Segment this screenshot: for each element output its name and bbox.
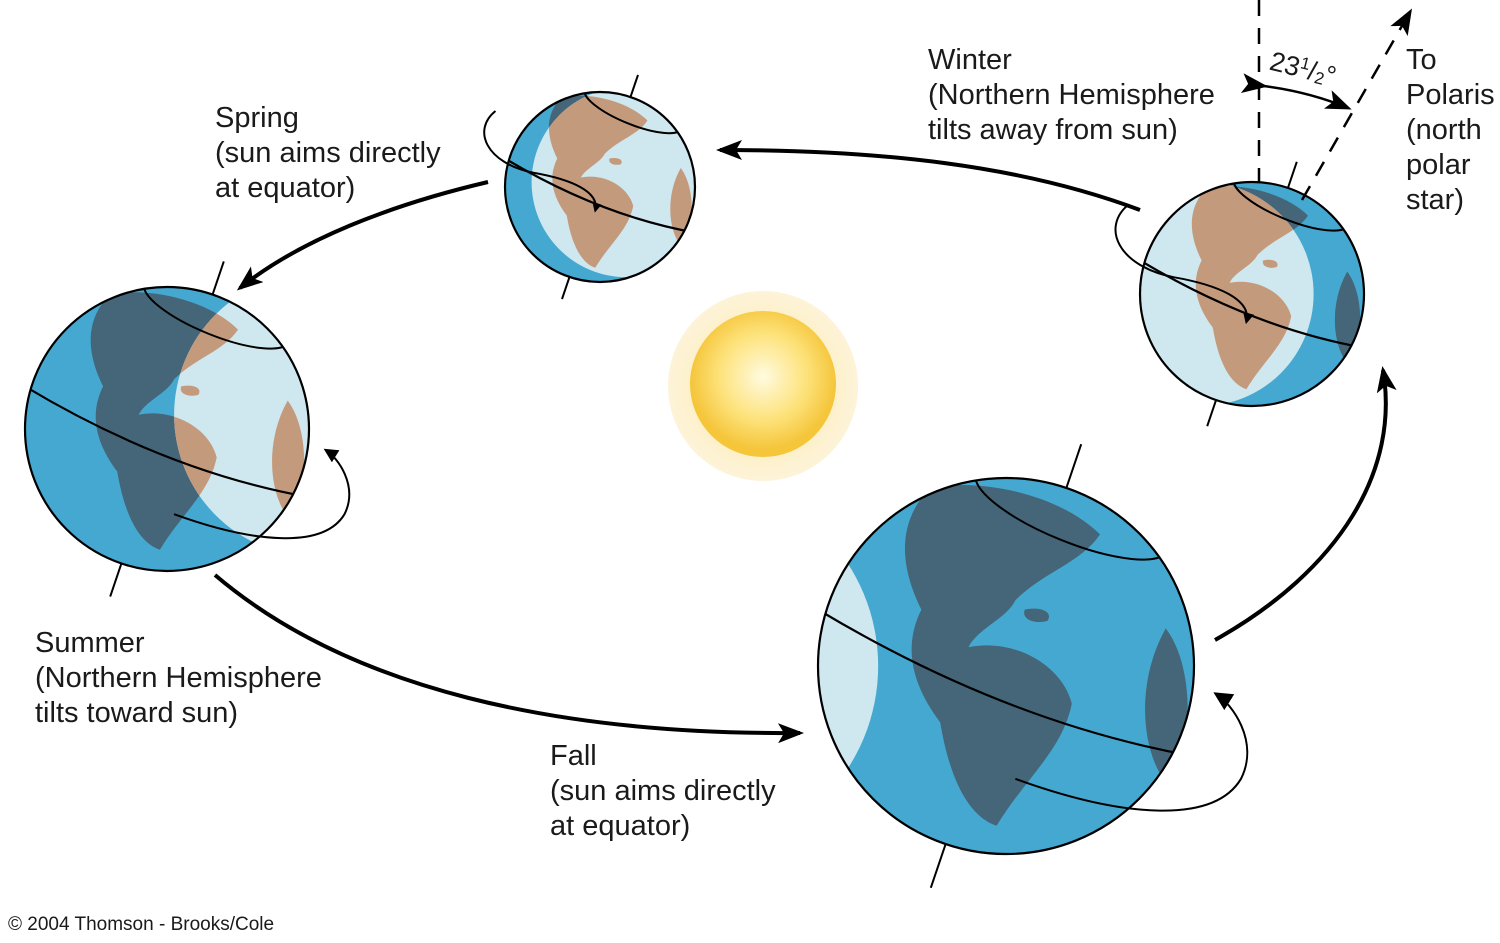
tilt-whole: 23 [1266, 46, 1304, 83]
label-polaris: To Polaris (north polar star) [1406, 43, 1495, 218]
equator-line [818, 608, 1194, 758]
summer-title: Summer [35, 627, 145, 659]
spring-title: Spring [215, 102, 299, 134]
copyright: © 2004 Thomson - Brooks/Cole [8, 914, 275, 935]
winter-line1: (Northern Hemisphere [928, 79, 1215, 111]
rotation-arrow-icon [1015, 692, 1249, 812]
summer-line2: tilts toward sun) [35, 697, 239, 729]
summer-line1: (Northern Hemisphere [35, 662, 322, 694]
label-summer: Summer (Northern Hemisphere tilts toward… [35, 626, 322, 731]
fall-line1: (sun aims directly [550, 775, 776, 807]
sun [690, 311, 836, 457]
globe-spring [483, 74, 697, 300]
label-fall: Fall (sun aims directly at equator) [550, 739, 776, 844]
rotation-arrow-icon [483, 110, 602, 213]
axis-to-polaris-line [1300, 8, 1412, 201]
polaris-line3: (north [1406, 114, 1482, 146]
orbit-arrow-spring-summer [236, 180, 489, 291]
globe-winter [1114, 161, 1366, 427]
polaris-line4: polar [1406, 149, 1471, 181]
label-spring: Spring (sun aims directly at equator) [215, 101, 441, 206]
orbit-arrow-winter-spring [716, 140, 1141, 212]
fall-line2: at equator) [550, 810, 691, 842]
tilt-angle-arc [1240, 73, 1352, 110]
winter-line2: tilts away from sun) [928, 114, 1178, 146]
label-winter: Winter (Northern Hemisphere tilts away f… [928, 43, 1215, 148]
globe-fall [816, 443, 1249, 889]
spring-line1: (sun aims directly [215, 137, 441, 169]
polaris-line2: Polaris [1406, 79, 1495, 111]
polaris-line5: star) [1406, 184, 1464, 216]
winter-title: Winter [928, 44, 1012, 76]
fall-title: Fall [550, 740, 597, 772]
orbit-arrow-summer-fall [213, 573, 804, 744]
equator-line [24, 385, 310, 499]
globe-summer [23, 261, 351, 597]
rotation-arrow-icon [173, 448, 351, 540]
orbit-arrow-fall-winter [1214, 366, 1397, 642]
rotation-arrow-icon [1114, 203, 1254, 325]
polaris-line1: To [1406, 44, 1437, 76]
spring-line2: at equator) [215, 172, 356, 204]
